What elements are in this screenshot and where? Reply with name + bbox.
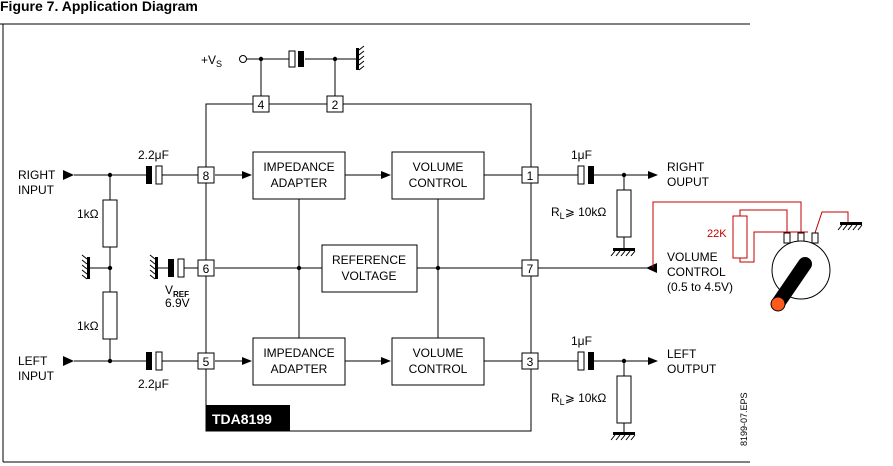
supply-label: +VS	[201, 53, 222, 69]
svg-text:4: 4	[258, 98, 265, 112]
right-input-line2: INPUT	[18, 183, 55, 197]
chip-label: TDA8199	[212, 411, 272, 427]
cap-in-top-plate-open	[155, 165, 163, 185]
svg-text:6: 6	[203, 262, 210, 276]
pot-ground-icon	[837, 222, 863, 231]
vref-network: VREF 6.9V	[149, 254, 198, 310]
impedance-top-line2: ADAPTER	[271, 176, 328, 190]
document-code: 8199-07.EPS	[739, 392, 749, 446]
svg-text:3: 3	[527, 355, 534, 369]
cap-in-bottom-label: 2.2μF	[138, 377, 169, 391]
pot-knob-icon	[770, 296, 786, 312]
reference-voltage: REFERENCE VOLTAGE	[321, 244, 418, 293]
cap-in-top-plate-filled	[146, 166, 152, 184]
volume-bottom-line2: CONTROL	[409, 362, 468, 376]
volume-control-line1: VOLUME	[667, 250, 718, 264]
volume-top-line1: VOLUME	[413, 160, 464, 174]
vref-label: VREF	[165, 283, 189, 299]
volume-control-line2: CONTROL	[667, 265, 726, 279]
reference-line1: REFERENCE	[332, 253, 406, 267]
right-input-network: RIGHT INPUT 2.2μF	[18, 148, 198, 197]
right-input-arrow-icon	[63, 170, 74, 180]
vref-cap-plate-filled	[168, 259, 174, 277]
supply-ground-icon	[356, 45, 365, 71]
impedance-bottom-line2: ADAPTER	[271, 362, 328, 376]
supply-network: +VS	[201, 45, 365, 96]
internal-wiring	[215, 171, 522, 365]
supply-cap-plate-open	[288, 50, 296, 68]
input-divider: 1kΩ 1kΩ	[77, 175, 118, 361]
resistor-bottom	[102, 291, 118, 340]
left-output-line1: LEFT	[667, 347, 697, 361]
pot-resistor-label: 22K	[707, 228, 727, 240]
left-output-network: 1μF RL⩾ 10kΩ LEFT OUTPUT	[538, 334, 717, 441]
pot-shaft	[772, 257, 812, 309]
cap-in-bottom-plate-filled	[146, 352, 152, 370]
vref-cap-plate-open	[177, 258, 185, 278]
figure-frame	[0, 23, 750, 463]
load-resistor-bottom	[616, 375, 632, 424]
right-output-line1: RIGHT	[667, 160, 705, 174]
left-input-arrow-icon	[63, 356, 74, 366]
resistor-top-label: 1kΩ	[77, 207, 99, 221]
divider-ground-icon	[81, 254, 90, 280]
pot-resistor	[732, 215, 748, 259]
pin-6: 6	[197, 259, 215, 277]
volume-control-line3: (0.5 to 4.5V)	[667, 280, 733, 294]
right-output-network: 1μF RL⩾ 10kΩ RIGHT OUPUT	[538, 148, 710, 257]
pin-2: 2	[326, 95, 344, 113]
pin-7: 7	[521, 259, 539, 277]
svg-text:5: 5	[203, 355, 210, 369]
left-output-line2: OUTPUT	[667, 362, 717, 376]
cap-out-top-plate-open	[577, 165, 585, 185]
chip-label-bg	[206, 405, 290, 431]
cap-in-bottom-plate-open	[155, 351, 163, 371]
load-top-ground-icon	[610, 248, 636, 257]
svg-text:8: 8	[203, 169, 210, 183]
volume-bottom-line1: VOLUME	[413, 346, 464, 360]
cap-out-top-label: 1μF	[571, 148, 592, 162]
cap-in-top-label: 2.2μF	[138, 148, 169, 162]
volume-control-arrow-icon	[646, 263, 657, 273]
pin-3: 3	[521, 352, 539, 370]
svg-text:2: 2	[332, 98, 339, 112]
load-bottom-ground-icon	[610, 432, 636, 441]
vref-value: 6.9V	[165, 296, 190, 310]
svg-text:1: 1	[527, 169, 534, 183]
left-input-line2: INPUT	[18, 369, 55, 383]
impedance-top-line1: IMPEDANCE	[263, 160, 334, 174]
left-input-network: LEFT INPUT 2.2μF	[18, 351, 198, 391]
figure-title: Figure 7. Application Diagram	[0, 0, 198, 14]
cap-out-top-plate-filled	[588, 166, 594, 184]
potentiometer: 22K	[652, 201, 863, 312]
load-resistor-top	[616, 189, 632, 238]
resistor-bottom-label: 1kΩ	[77, 319, 99, 333]
volume-control-top: VOLUME CONTROL	[391, 151, 485, 200]
supply-cap-plate-filled	[298, 51, 304, 67]
cap-out-bottom-plate-filled	[588, 352, 594, 370]
cap-out-bottom-label: 1μF	[571, 334, 592, 348]
volume-top-line2: CONTROL	[409, 176, 468, 190]
cap-out-bottom-plate-open	[577, 351, 585, 371]
supply-terminal	[239, 55, 247, 63]
volume-control-bottom: VOLUME CONTROL	[391, 337, 485, 386]
resistor-top	[102, 199, 118, 248]
right-output-line2: OUPUT	[667, 175, 710, 189]
volume-control-network: VOLUME CONTROL (0.5 to 4.5V)	[538, 250, 733, 294]
pin-1: 1	[521, 166, 539, 184]
impedance-bottom-line1: IMPEDANCE	[263, 346, 334, 360]
svg-text:7: 7	[527, 262, 534, 276]
left-input-line1: LEFT	[18, 354, 48, 368]
load-bottom-label: RL⩾ 10kΩ	[551, 391, 606, 407]
vref-ground-icon	[149, 254, 158, 280]
pin-5: 5	[197, 352, 215, 370]
impedance-adapter-bottom: IMPEDANCE ADAPTER	[252, 337, 346, 386]
pin-8: 8	[197, 166, 215, 184]
load-top-label: RL⩾ 10kΩ	[551, 205, 606, 221]
right-input-line1: RIGHT	[18, 168, 56, 182]
reference-line2: VOLTAGE	[342, 269, 397, 283]
pin-4: 4	[252, 95, 270, 113]
impedance-adapter-top: IMPEDANCE ADAPTER	[252, 151, 346, 200]
